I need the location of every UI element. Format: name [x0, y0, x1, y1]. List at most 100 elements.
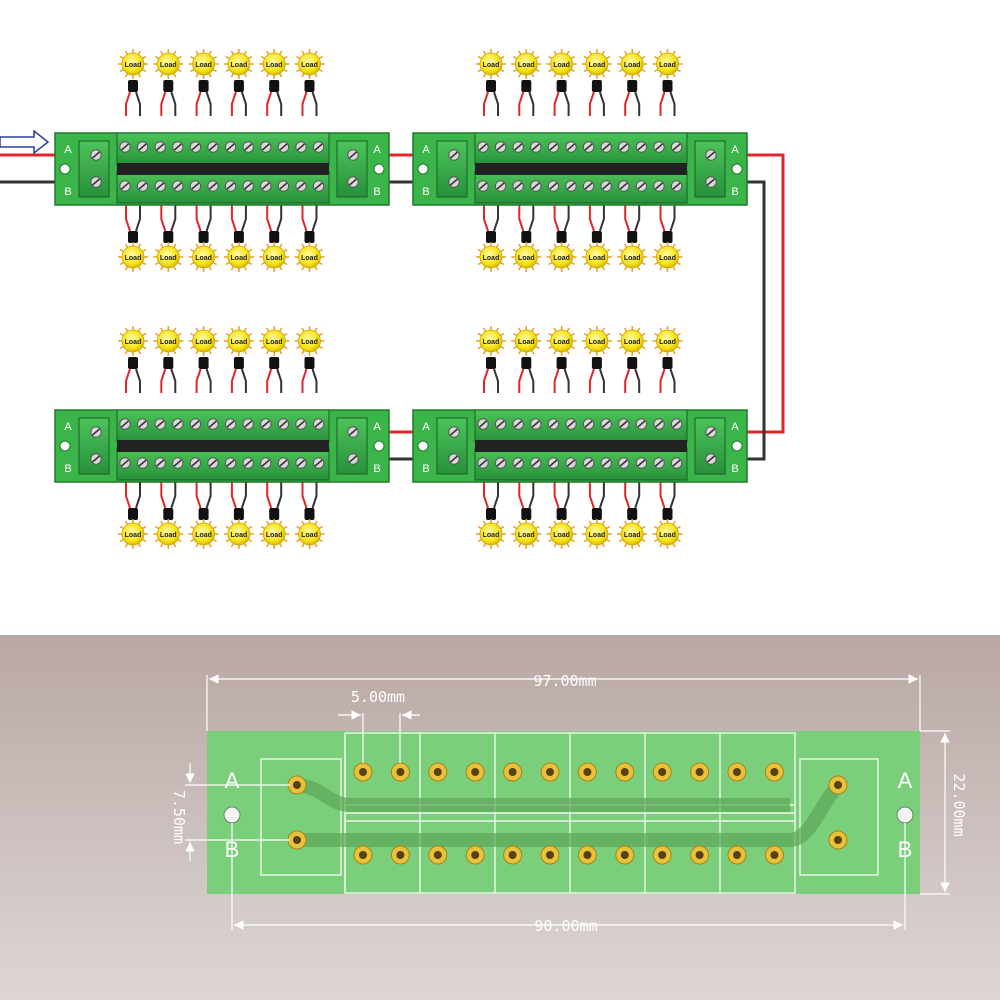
- load-unit: Load: [546, 205, 577, 272]
- label-a-right: A: [731, 421, 739, 433]
- load-bulb: Load: [476, 326, 506, 356]
- load-plug: [486, 231, 496, 243]
- load-bulb: Load: [188, 519, 219, 549]
- label-a-right: A: [731, 144, 739, 156]
- load-unit: Load: [581, 49, 612, 116]
- load-label: Load: [231, 255, 248, 262]
- label-b-left: B: [64, 463, 71, 475]
- load-unit: Load: [581, 205, 612, 272]
- terminal-strip-a: [474, 132, 688, 166]
- load-unit: Load: [223, 482, 254, 549]
- load-bulb: Load: [546, 326, 577, 356]
- load-plug: [163, 231, 174, 243]
- load-bulb: Load: [652, 242, 683, 272]
- input-terminal-left: [78, 417, 110, 475]
- load-plug: [304, 357, 315, 369]
- load-unit: Load: [294, 326, 325, 393]
- mount-hole: [417, 163, 429, 175]
- terminal-strip-b: [474, 170, 688, 204]
- label-b-right: B: [373, 463, 380, 475]
- dimension-lines: [185, 674, 950, 930]
- load-bulb: Load: [546, 49, 577, 79]
- load-label: Load: [518, 255, 535, 262]
- load-bulb: Load: [153, 519, 184, 549]
- load-plug: [304, 508, 315, 520]
- drawing-mount-hole-left: [223, 806, 241, 824]
- mount-hole: [373, 163, 385, 175]
- load-label: Load: [195, 339, 212, 346]
- load-plug: [128, 508, 138, 520]
- load-label: Load: [518, 62, 535, 69]
- dim-mount-holes: 90.00mm: [534, 917, 597, 935]
- load-bulb: Load: [153, 49, 184, 79]
- load-unit: Load: [511, 326, 542, 393]
- load-plug: [521, 231, 532, 243]
- load-bulb: Load: [153, 326, 184, 356]
- terminal-strip-b: [116, 170, 330, 204]
- load-plug: [521, 508, 532, 520]
- load-label: Load: [125, 532, 142, 539]
- load-bulb: Load: [476, 49, 506, 79]
- load-label: Load: [624, 255, 641, 262]
- load-bulb: Load: [294, 49, 325, 79]
- load-bulb: Load: [188, 242, 219, 272]
- load-plug: [627, 80, 638, 92]
- load-plug: [662, 231, 673, 243]
- load-label: Load: [589, 255, 606, 262]
- load-unit: Load: [546, 49, 577, 116]
- load-bulb: Load: [153, 242, 184, 272]
- load-unit: Load: [223, 205, 254, 272]
- load-label: Load: [266, 62, 283, 69]
- load-label: Load: [125, 62, 142, 69]
- load-plug: [591, 231, 602, 243]
- terminal-divider: [475, 440, 687, 452]
- load-plug: [521, 357, 532, 369]
- load-unit: Load: [118, 49, 148, 116]
- mount-hole: [59, 440, 71, 452]
- load-label: Load: [160, 532, 177, 539]
- load-bulb: Load: [652, 326, 683, 356]
- load-plug: [128, 80, 138, 92]
- load-bulb: Load: [617, 519, 648, 549]
- load-bulb: Load: [294, 519, 325, 549]
- load-plug: [627, 357, 638, 369]
- load-bulb: Load: [118, 49, 148, 79]
- mount-hole: [417, 440, 429, 452]
- load-bulb: Load: [511, 326, 542, 356]
- terminal-divider: [117, 440, 329, 452]
- load-bulb: Load: [581, 49, 612, 79]
- load-bulb: Load: [118, 242, 148, 272]
- load-plug: [662, 80, 673, 92]
- load-plug: [662, 508, 673, 520]
- label-b-left: B: [64, 186, 71, 198]
- load-label: Load: [589, 339, 606, 346]
- load-label: Load: [483, 62, 500, 69]
- load-plug: [233, 508, 244, 520]
- load-bulb: Load: [294, 326, 325, 356]
- drawing-label-a-left: A: [225, 768, 240, 793]
- load-label: Load: [301, 532, 318, 539]
- load-unit: Load: [188, 326, 219, 393]
- load-unit: Load: [294, 482, 325, 549]
- load-unit: Load: [476, 326, 506, 393]
- load-plug: [128, 231, 138, 243]
- load-label: Load: [659, 339, 676, 346]
- load-plug: [486, 508, 496, 520]
- load-label: Load: [659, 255, 676, 262]
- load-label: Load: [553, 339, 570, 346]
- load-unit: Load: [188, 205, 219, 272]
- load-bulb: Load: [617, 326, 648, 356]
- load-plug: [269, 508, 280, 520]
- load-plug: [556, 80, 567, 92]
- label-a-left: A: [64, 144, 72, 156]
- load-bulb: Load: [118, 326, 148, 356]
- load-label: Load: [301, 62, 318, 69]
- label-b-left: B: [422, 186, 429, 198]
- load-plug: [304, 80, 315, 92]
- label-b-right: B: [731, 463, 738, 475]
- load-label: Load: [553, 62, 570, 69]
- load-plug: [198, 231, 209, 243]
- terminal-divider: [475, 163, 687, 175]
- label-b-right: B: [731, 186, 738, 198]
